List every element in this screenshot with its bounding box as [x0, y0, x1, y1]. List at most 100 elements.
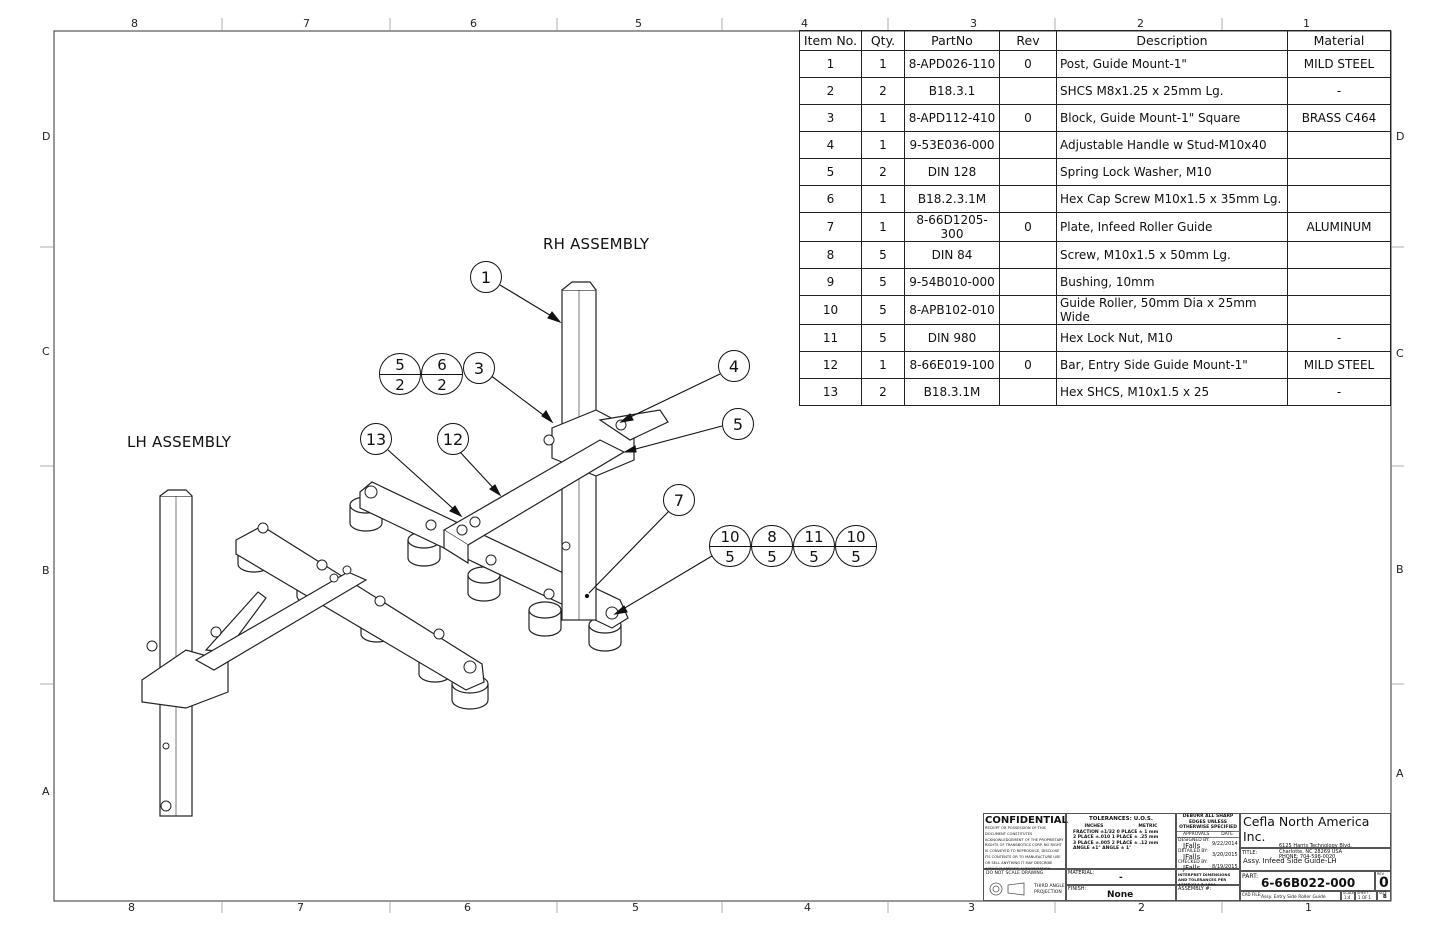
- size-value: B: [1383, 894, 1387, 900]
- bom-rev: 0: [999, 50, 1057, 78]
- tol-line-4: ANGLE ±1° ANGLE ± 1°: [1073, 846, 1132, 851]
- bom-material: ALUMINUM: [1287, 212, 1391, 242]
- detailer-name: JFalls: [1183, 853, 1201, 861]
- bom-item: 8: [799, 241, 862, 269]
- sheet-value: 1 OF 1: [1358, 895, 1372, 900]
- confidential-panel: CONFIDENTIAL RECEIPT OR POSSESSION OF TH…: [983, 813, 1068, 871]
- lh-assembly-drawing: [141, 489, 489, 817]
- designer-name: JFalls: [1183, 842, 1201, 850]
- approvals-heading: APPROVALS: [1182, 831, 1210, 837]
- cad-file: Assy. Entry Side Roller Guide: [1261, 895, 1326, 900]
- projection-panel: DO NOT SCALE DRAWING THIRD ANGLE PROJECT…: [983, 869, 1066, 901]
- stack-balloon-6-2: 6 2: [421, 353, 463, 395]
- bom-item: 11: [799, 324, 862, 352]
- leader-lines: [387, 284, 723, 615]
- bom-qty: 5: [861, 268, 905, 296]
- tol-line-2: 2 PLACE ±.010 1 PLACE ± .25 mm: [1073, 835, 1159, 840]
- stack-qty: 5: [851, 548, 861, 566]
- bom-description: Spring Lock Washer, M10: [1056, 158, 1288, 186]
- bom-qty: 2: [861, 77, 905, 105]
- zone-top-3: 3: [970, 17, 977, 30]
- bom-rev: [999, 77, 1057, 105]
- bom-qty: 5: [861, 324, 905, 352]
- bom-description: Post, Guide Mount-1": [1056, 50, 1288, 78]
- rev-label: REV: [1377, 872, 1385, 876]
- tolerances-title: TOLERANCES: U.O.S.: [1089, 816, 1153, 822]
- balloon-3: 3: [463, 352, 495, 384]
- zone-bottom-3: 3: [968, 901, 975, 914]
- bom-partno: 8-APD112-410: [904, 104, 1000, 132]
- bom-item: 6: [799, 185, 862, 213]
- bom-qty: 1: [861, 185, 905, 213]
- zone-top-4: 4: [801, 17, 808, 30]
- bom-partno: 9-53E036-000: [904, 131, 1000, 159]
- rh-bar: [442, 439, 626, 546]
- do-not-scale: DO NOT SCALE DRAWING: [986, 871, 1044, 876]
- bom-description: Screw, M10x1.5 x 50mm Lg.: [1056, 241, 1288, 269]
- stack-item: 6: [437, 356, 447, 374]
- bom-header-description: Description: [1056, 30, 1288, 51]
- bom-material: MILD STEEL: [1287, 50, 1391, 78]
- assembly-label: ASSEMBLY #:: [1178, 886, 1212, 892]
- finish-value: None: [1107, 890, 1134, 900]
- stack-qty: 5: [725, 548, 735, 566]
- lh-assembly-label: LH ASSEMBLY: [127, 433, 232, 451]
- bom-partno: 8-APB102-010: [904, 295, 1000, 325]
- tol-line-3: 3 PLACE ±.005 2 PLACE ± .12 mm: [1073, 840, 1159, 846]
- stack-balloon-11-5: 11 5: [793, 525, 835, 567]
- projection-text: THIRD ANGLE PROJECTION: [1034, 884, 1065, 895]
- part-panel: PART: 6-66B022-000: [1240, 871, 1375, 891]
- stack-qty: 5: [767, 548, 777, 566]
- bom-item: 2: [799, 77, 862, 105]
- bom-rev: [999, 295, 1057, 325]
- bom-material: [1287, 131, 1391, 159]
- title-panel: TITLE: Assy. Infeed Side Guide-LH: [1240, 848, 1391, 871]
- zone-bottom-5: 5: [632, 901, 639, 914]
- balloon-7: 7: [663, 484, 695, 516]
- part-number: 6-66B022-000: [1261, 876, 1356, 890]
- bom-item: 3: [799, 104, 862, 132]
- zone-bottom-6: 6: [464, 901, 471, 914]
- tol-inches: INCHES: [1084, 824, 1104, 829]
- scale-value: 1:4: [1344, 895, 1351, 900]
- bom-qty: 2: [861, 158, 905, 186]
- bom-partno: 8-APD026-110: [904, 50, 1000, 78]
- checked-date: 8/19/2015: [1212, 864, 1238, 870]
- third-angle-projection-icon: [989, 882, 1025, 896]
- bom-partno: DIN 980: [904, 324, 1000, 352]
- bom-rev: 0: [999, 212, 1057, 242]
- rh-plate: [359, 481, 629, 629]
- zone-right-c: C: [1396, 347, 1404, 360]
- zone-top-1: 1: [1303, 17, 1310, 30]
- bom-partno: B18.3.1M: [904, 378, 1000, 406]
- zone-bottom-4: 4: [804, 901, 811, 914]
- bom-material: -: [1287, 77, 1391, 105]
- bom-qty: 1: [861, 351, 905, 379]
- bom-partno: DIN 128: [904, 158, 1000, 186]
- scale-label: SCALE: [1343, 891, 1355, 895]
- bom-header-partno: PartNo: [904, 30, 1000, 51]
- bom-header-item: Item No.: [799, 30, 862, 51]
- confidential-heading: CONFIDENTIAL: [985, 815, 1068, 826]
- bom-description: Block, Guide Mount-1" Square: [1056, 104, 1288, 132]
- bom-partno: 9-54B010-000: [904, 268, 1000, 296]
- bom-qty: 1: [861, 50, 905, 78]
- stack-qty: 5: [809, 548, 819, 566]
- company-address-2: Charlotte, NC 28269 USA: [1279, 848, 1343, 855]
- bom-material: -: [1287, 324, 1391, 352]
- bom-material: [1287, 158, 1391, 186]
- title-label: TITLE:: [1242, 850, 1258, 856]
- bom-rev: [999, 324, 1057, 352]
- finish-label: FINISH:: [1068, 886, 1087, 892]
- balloon-12: 12: [437, 423, 469, 455]
- bom-rev: [999, 185, 1057, 213]
- bom-qty: 5: [861, 295, 905, 325]
- bom-item: 4: [799, 131, 862, 159]
- lh-plate: [235, 525, 485, 691]
